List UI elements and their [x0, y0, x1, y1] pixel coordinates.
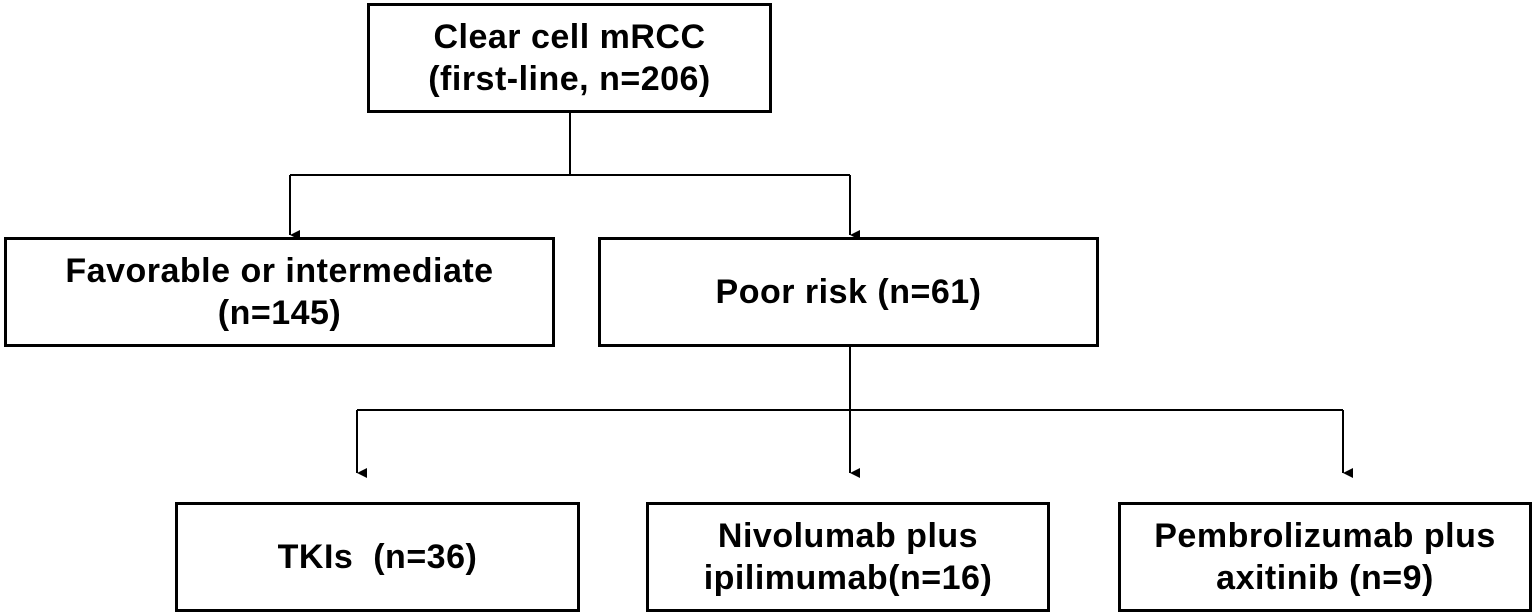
node-root-line2: (first-line, n=206): [428, 60, 711, 98]
node-clear-cell-mrcc: Clear cell mRCC (first-line, n=206): [367, 3, 772, 113]
node-tkis: TKIs (n=36): [175, 502, 580, 612]
node-nivo-line1: Nivolumab plus: [717, 517, 979, 555]
node-pembro-line1: Pembrolizumab plus: [1154, 517, 1496, 555]
node-favorable-intermediate: Favorable or intermediate (n=145): [4, 237, 555, 347]
node-fav-line1: Favorable or intermediate: [65, 252, 494, 290]
node-nivolumab-ipilimumab: Nivolumab plus ipilimumab(n=16): [646, 502, 1050, 612]
node-root-line1: Clear cell mRCC: [433, 18, 706, 56]
node-nivo-line2: ipilimumab(n=16): [703, 559, 993, 597]
node-pembrolizumab-axitinib: Pembrolizumab plus axitinib (n=9): [1118, 502, 1532, 612]
node-fav-line2: (n=145): [217, 294, 342, 332]
node-poor-line1: Poor risk (n=61): [715, 273, 982, 311]
node-tki-line1: TKIs (n=36): [277, 538, 478, 576]
node-poor-risk: Poor risk (n=61): [598, 237, 1099, 347]
node-pembro-line2: axitinib (n=9): [1216, 559, 1434, 597]
